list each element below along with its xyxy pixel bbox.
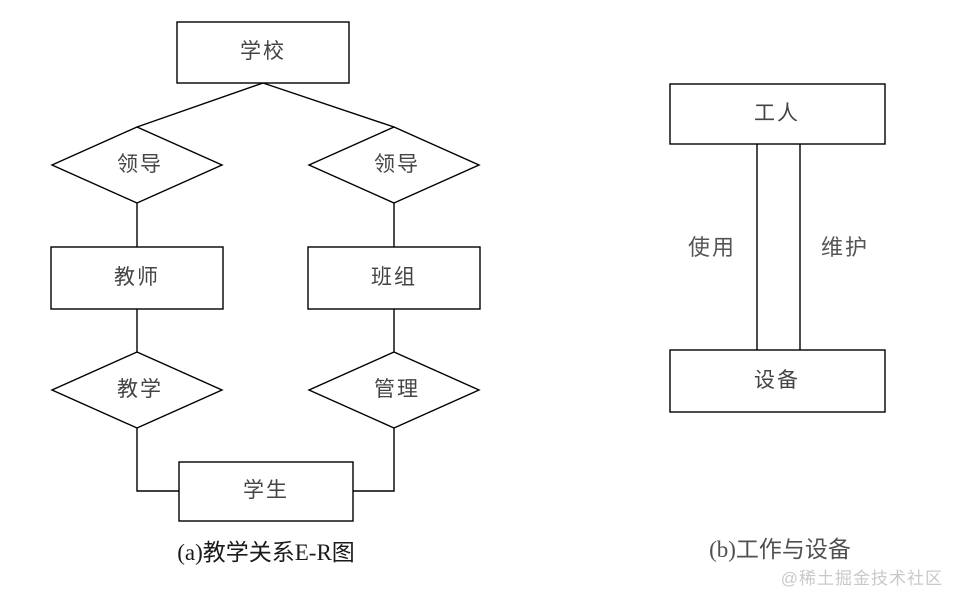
diagram-a-caption: (a)教学关系E-R图 (177, 540, 355, 565)
watermark: @稀土掘金技术社区 (780, 569, 943, 588)
relationship-lead-teacher-diamond[interactable] (50, 126, 224, 204)
connection-teaching-to-student (136, 428, 180, 492)
relationship-managing[interactable]: 管理 (307, 351, 481, 429)
entity-teacher-box[interactable] (50, 246, 224, 310)
relationship-teaching-diamond[interactable] (50, 351, 224, 429)
entity-student-box[interactable] (178, 461, 354, 522)
connection-managing-to-student (353, 428, 395, 492)
entity-student-label: 学生 (243, 478, 289, 502)
relationship-teaching[interactable]: 教学 (50, 351, 224, 429)
connection-school-to-lead-class (262, 82, 395, 128)
relationship-lead-teacher-label: 领导 (117, 152, 163, 176)
relationship-lead-class-label: 领导 (374, 152, 420, 176)
entity-student[interactable]: 学生 (178, 461, 354, 522)
entity-school-label: 学校 (240, 39, 286, 63)
entity-teacher-label: 教师 (114, 265, 160, 289)
relationship-teaching-label: 教学 (117, 377, 163, 401)
connection-school-to-lead-teacher (136, 82, 264, 128)
entity-school-box[interactable] (176, 21, 350, 84)
entity-equipment[interactable]: 设备 (669, 349, 886, 413)
relationship-lead-class-diamond[interactable] (307, 126, 481, 204)
diagram-a-connections (136, 82, 395, 492)
entity-equipment-box[interactable] (669, 349, 886, 413)
diagram-b-caption: (b)工作与设备 (709, 537, 851, 562)
entity-class-box[interactable] (307, 246, 481, 310)
entity-worker-label: 工人 (754, 101, 800, 125)
relationship-managing-label: 管理 (374, 377, 420, 401)
relationship-lead-class[interactable]: 领导 (307, 126, 481, 204)
entity-class[interactable]: 班组 (307, 246, 481, 310)
diagram-a-group: 学校 领导 领导 教师 班组 教学 管理 (50, 21, 481, 565)
entity-teacher[interactable]: 教师 (50, 246, 224, 310)
entity-school[interactable]: 学校 (176, 21, 350, 84)
entity-worker[interactable]: 工人 (669, 83, 886, 145)
diagram-b-group: 工人 使用 维护 设备 (b)工作与设备 (669, 83, 886, 562)
relationship-managing-diamond[interactable] (307, 351, 481, 429)
relationship-lead-teacher[interactable]: 领导 (50, 126, 224, 204)
diagram-b-connections (756, 144, 801, 350)
edge-label-maintain: 维护 (821, 235, 869, 260)
entity-class-label: 班组 (371, 265, 417, 289)
entity-worker-box[interactable] (669, 83, 886, 145)
edge-label-use: 使用 (688, 235, 736, 260)
entity-equipment-label: 设备 (754, 368, 800, 392)
